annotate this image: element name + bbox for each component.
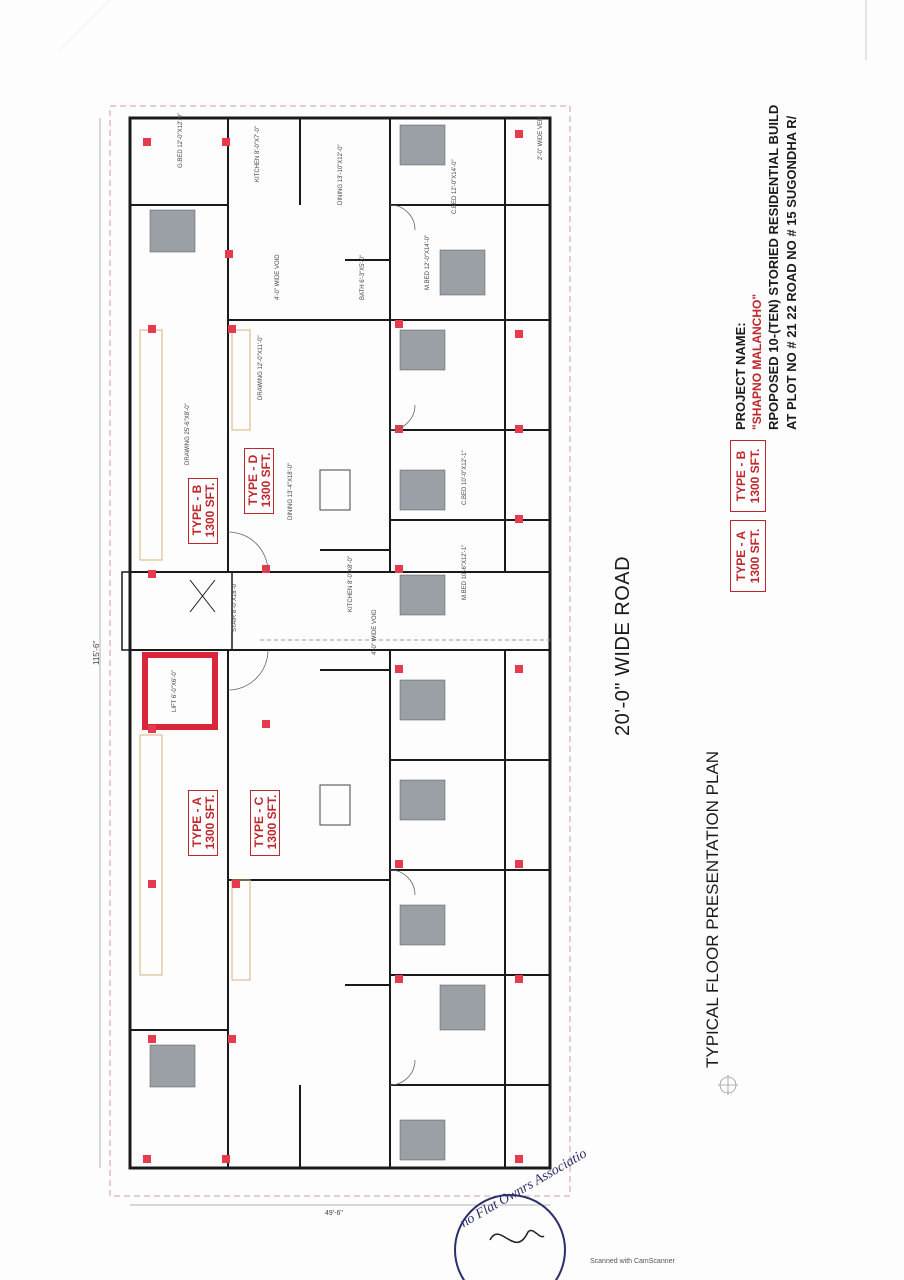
room-label: STAIR 8'-0"X18'-0" bbox=[232, 581, 238, 632]
type-tag-a: TYPE - A 1300 SFT. bbox=[188, 790, 218, 856]
room-label: G.BED 12'-0"X12'-0" bbox=[178, 113, 184, 168]
room-label: BATH 6'-3"X5'-0" bbox=[360, 254, 366, 300]
verandah-label: 2'-0" WIDE VER bbox=[538, 116, 544, 160]
lift-shaft bbox=[142, 652, 218, 730]
project-line-2: AT PLOT NO # 21 22 ROAD NO # 15 SUGONDHA… bbox=[784, 115, 799, 430]
building-outline bbox=[128, 116, 552, 1170]
room-label: DRAWING 12'-0"X11'-0" bbox=[258, 335, 264, 400]
room-label: DINING 13'-4"X18'-0" bbox=[288, 462, 294, 520]
stair bbox=[121, 571, 233, 651]
room-label: DRAWING 25'-6"X8'-0" bbox=[185, 403, 191, 465]
project-name: "SHAPNO MALANCHO" bbox=[750, 293, 764, 430]
type-tag-d: TYPE - D 1300 SFT. bbox=[244, 448, 274, 514]
room-label: M.BED 10'-6"X12'-1" bbox=[462, 544, 468, 600]
overall-length-dimension: 115'-6" bbox=[92, 640, 101, 665]
room-label: KITCHEN 8'-0"X8'-0" bbox=[348, 556, 354, 612]
type-tag-c: TYPE - C 1300 SFT. bbox=[250, 790, 280, 856]
structural-columns bbox=[143, 130, 523, 1163]
plot-boundary bbox=[109, 105, 571, 1197]
plan-title: TYPICAL FLOOR PRESENTATION PLAN bbox=[703, 750, 722, 1068]
association-stamp bbox=[454, 1194, 566, 1280]
type-tag-b: TYPE - B 1300 SFT. bbox=[188, 478, 218, 544]
room-label: C.BED 12'-0"X14'-0" bbox=[452, 159, 458, 214]
project-label: PROJECT NAME: bbox=[733, 322, 748, 430]
room-label: DINING 13'-10"X12'-0" bbox=[338, 144, 344, 205]
legend-type-b: TYPE - B 1300 SFT. bbox=[730, 440, 766, 512]
room-label: C.BED 10'-0"X12'-1" bbox=[462, 450, 468, 505]
room-label: LIFT 6'-0"X6'-0" bbox=[172, 670, 178, 712]
room-label: KITCHEN 8'-0"X7'-0" bbox=[255, 126, 261, 182]
void-label: 4'-0" WIDE VOID bbox=[275, 254, 281, 300]
road-label: 20'-0" WIDE ROAD bbox=[612, 555, 634, 736]
scanner-watermark: Scanned with CamScanner bbox=[590, 1258, 675, 1265]
legend-type-a: TYPE - A 1300 SFT. bbox=[730, 520, 766, 592]
project-line-1: RPOPOSED 10-(TEN) STORIED RESIDENTIAL BU… bbox=[766, 104, 781, 430]
void-label: 4'-0" WIDE VOID bbox=[372, 609, 378, 655]
overall-width-dimension: 49'-6" bbox=[325, 1210, 343, 1217]
room-label: M.BED 12'-0"X14'-0" bbox=[425, 234, 431, 290]
